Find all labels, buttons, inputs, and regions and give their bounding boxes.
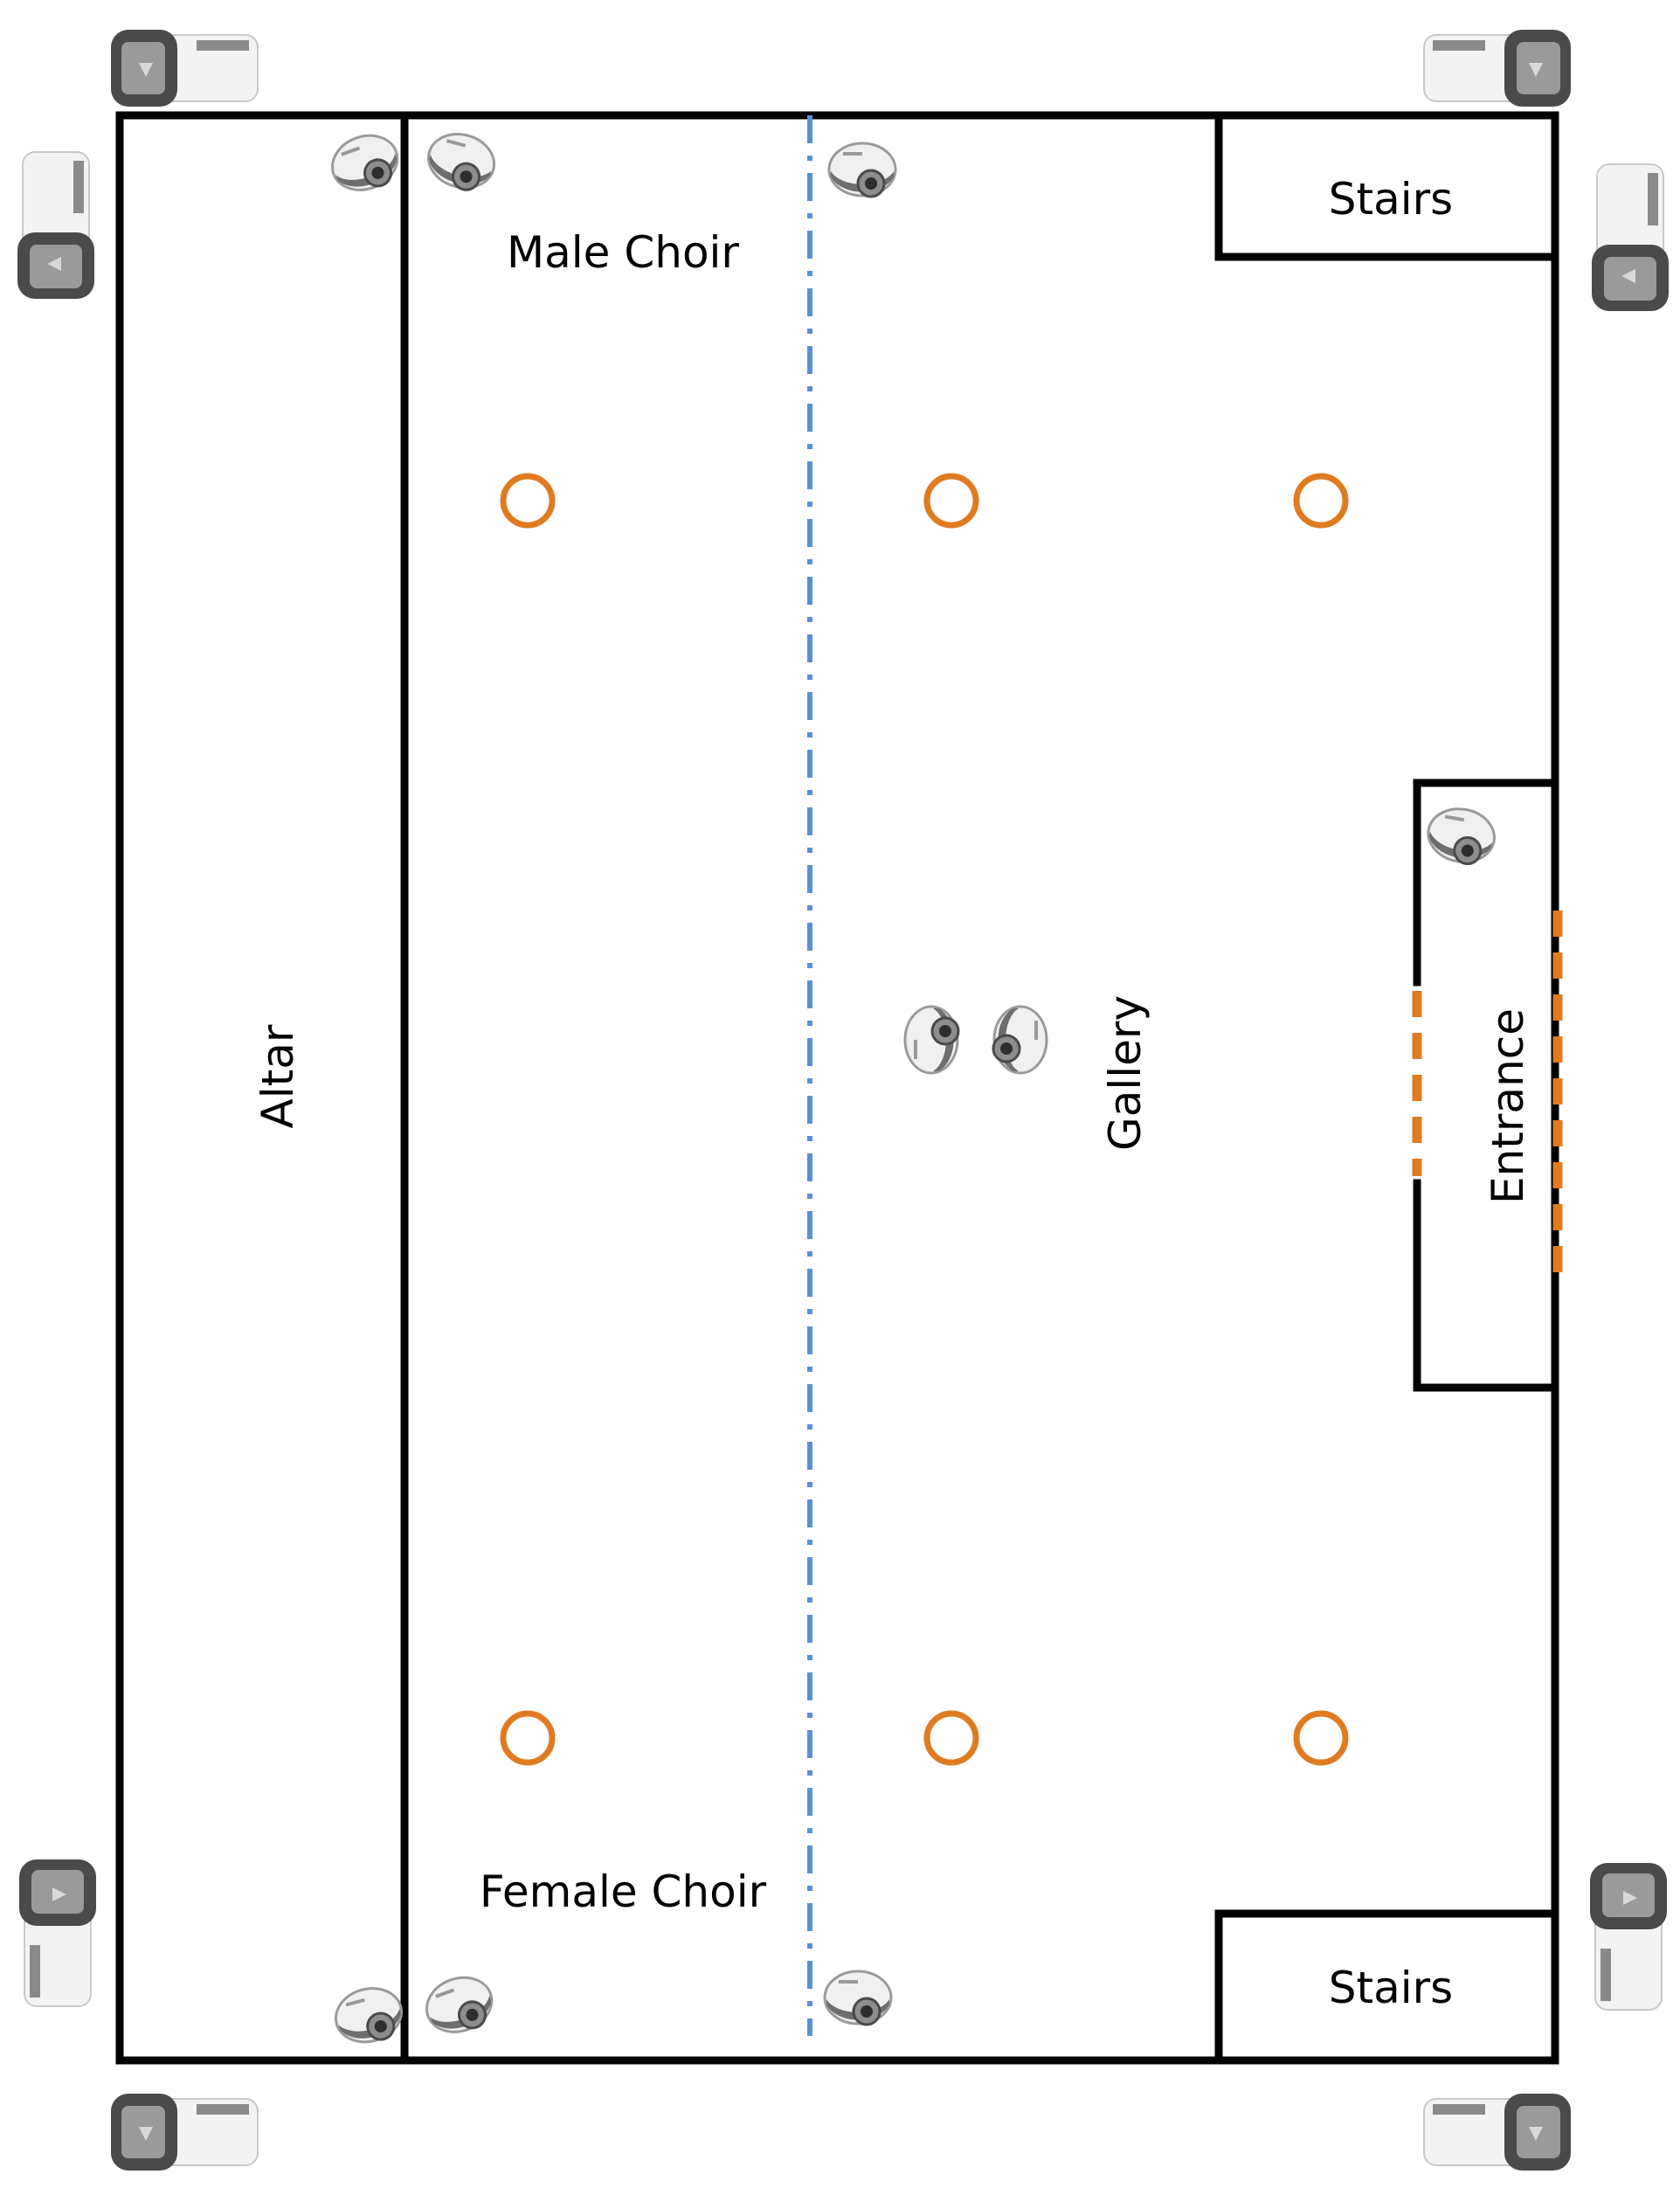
pillar-icon	[1293, 473, 1349, 529]
pillar-icon	[923, 1710, 979, 1766]
bullet-camera-icon	[17, 1858, 98, 2008]
bullet-camera-icon	[109, 28, 259, 108]
dome-camera-icon	[827, 142, 897, 198]
pillar-icon	[923, 473, 979, 529]
bullet-camera-icon	[1590, 163, 1670, 313]
dome-camera-icon	[323, 125, 407, 201]
pillar-icon	[1293, 1710, 1349, 1766]
gallery-label: Gallery	[1100, 995, 1151, 1151]
stairs-top-label: Stairs	[1329, 174, 1453, 225]
dome-camera-icon	[420, 125, 502, 197]
female-choir-label: Female Choir	[480, 1866, 767, 1917]
dome-camera-icon	[992, 1005, 1048, 1075]
dome-camera-icon	[1422, 802, 1500, 869]
stairs-bottom-label: Stairs	[1329, 1963, 1453, 2013]
bullet-camera-icon	[109, 2092, 259, 2172]
pillar-icon	[500, 473, 556, 529]
dome-camera-icon	[418, 1967, 501, 2043]
dome-camera-icon	[823, 1970, 893, 2026]
male-choir-label: Male Choir	[507, 227, 739, 278]
bullet-camera-icon	[1422, 2092, 1573, 2172]
entrance-label: Entrance	[1483, 1008, 1533, 1204]
pillar-icon	[500, 1710, 556, 1766]
entrance-doors	[1412, 911, 1563, 1278]
bullet-camera-icon	[16, 150, 96, 301]
altar-label: Altar	[252, 1024, 303, 1128]
pillars	[500, 473, 1349, 1766]
dome-camera-icon	[328, 1979, 410, 2052]
bullet-camera-icon	[1588, 1861, 1669, 2012]
bullet-camera-icon	[1422, 28, 1573, 108]
dome-camera-icon	[903, 1005, 960, 1075]
walls	[115, 111, 1559, 2065]
